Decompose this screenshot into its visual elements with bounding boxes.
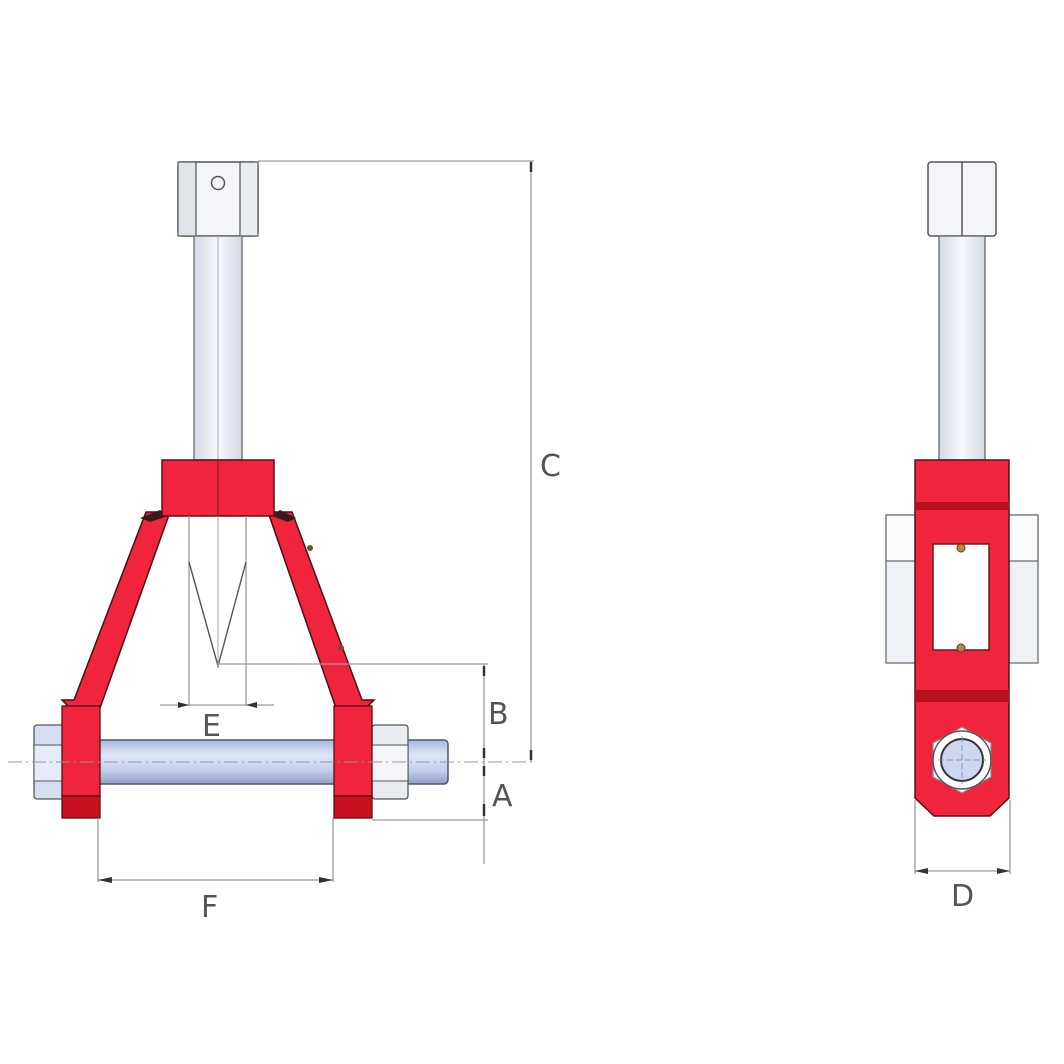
label-f: F	[201, 890, 218, 925]
pin-hole-icon	[210, 175, 226, 191]
dimension-a: A	[372, 766, 513, 821]
right-side-plate	[333, 705, 373, 797]
dimension-d: D	[914, 800, 1011, 914]
dimension-f: F	[97, 818, 334, 925]
label-d: D	[951, 879, 974, 914]
dimension-e: E	[160, 702, 274, 744]
label-e: E	[202, 709, 221, 744]
left-side-plate	[61, 705, 101, 797]
top-hex-nut	[177, 161, 259, 237]
side-bolt-end	[932, 726, 992, 794]
side-view: D	[885, 161, 1039, 914]
dimension-c: C	[258, 160, 561, 762]
front-view	[8, 161, 536, 819]
side-window	[932, 543, 990, 651]
right-arm	[266, 511, 376, 709]
dimension-b: B	[218, 663, 509, 864]
label-c: C	[540, 449, 561, 484]
conical-tip	[188, 516, 247, 706]
side-spindle	[938, 235, 986, 461]
label-a: A	[492, 779, 513, 814]
label-b: B	[488, 697, 509, 732]
left-arm	[60, 511, 172, 709]
